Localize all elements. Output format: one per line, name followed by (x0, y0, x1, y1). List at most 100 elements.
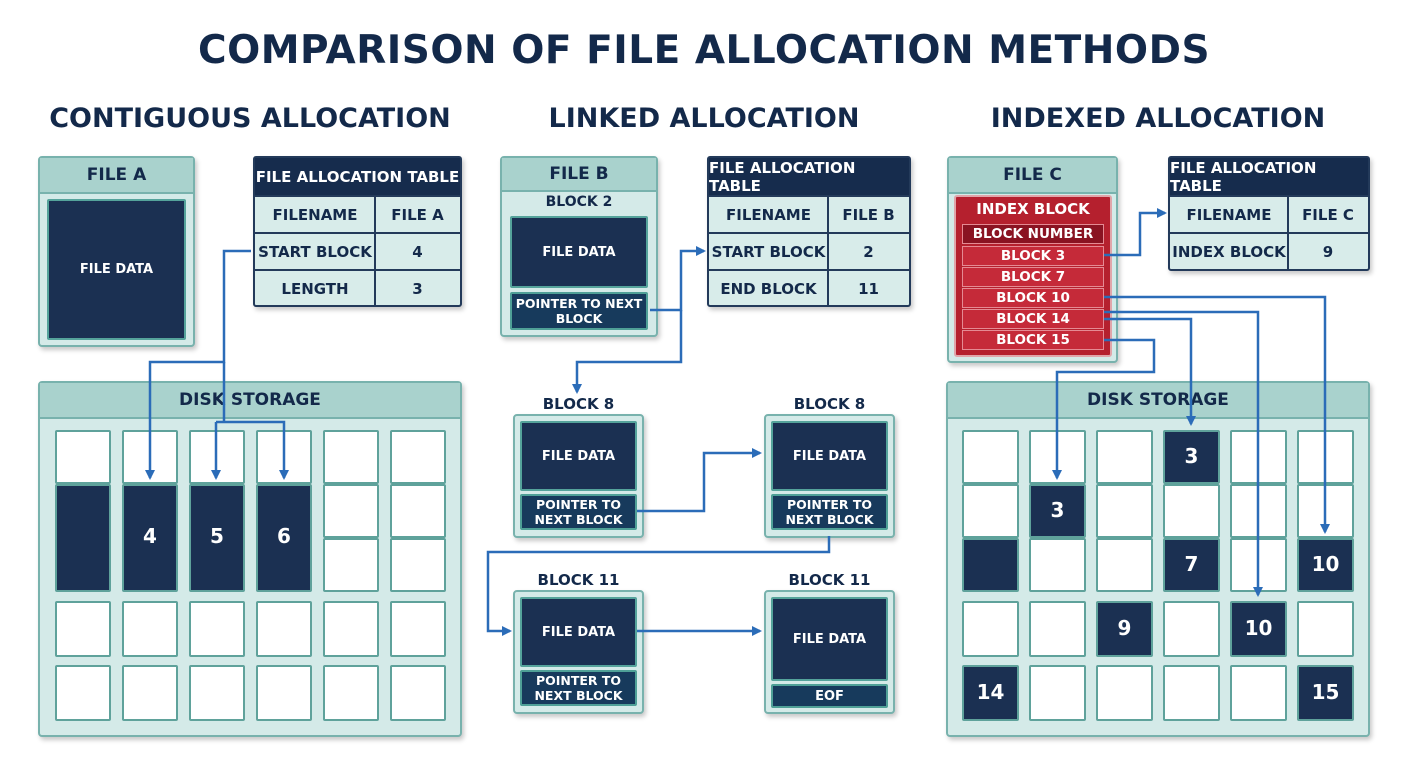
disk-block-number: 14 (976, 680, 1005, 704)
file-a-label: FILE A (40, 158, 193, 194)
disk-cell-filled (1297, 665, 1354, 721)
disk-cell (1297, 601, 1354, 657)
disk-cell-filled (1163, 538, 1220, 592)
arrow-fileb-to-block8 (572, 310, 683, 394)
index-entry: BLOCK 3 (962, 246, 1104, 266)
fat-c-val-0: FILE C (1288, 195, 1368, 233)
fat-contiguous: FILE ALLOCATION TABLE FILENAME FILE A ST… (253, 156, 462, 307)
disk-cell-filled (122, 484, 178, 592)
disk-cell (323, 484, 379, 538)
disk-block-number: 10 (1244, 616, 1273, 640)
disk-cell (55, 665, 111, 721)
fat-c-key-1: INDEX BLOCK (1170, 232, 1288, 269)
fat-b-key-2: END BLOCK (709, 269, 828, 306)
file-a-data: FILE DATA (47, 199, 186, 340)
disk-block-number: 5 (210, 524, 224, 548)
arrow-block8-to-block11 (486, 536, 831, 636)
disk-cell-filled (1096, 601, 1153, 657)
disk-cell-filled (55, 484, 111, 592)
fat-indexed-header: FILE ALLOCATION TABLE (1170, 158, 1368, 196)
linked-block: FILE DATA POINTER TO NEXT BLOCK (764, 414, 895, 538)
file-b-pointer: POINTER TO NEXT BLOCK (510, 292, 648, 330)
fat-a-key-1: START BLOCK (255, 232, 375, 270)
disk-cell (189, 601, 245, 657)
fat-b-key-1: START BLOCK (709, 232, 828, 270)
disk-block-number: 3 (1050, 498, 1065, 522)
disk-block-number: 10 (1311, 552, 1340, 576)
arrow-fat-to-block-4 (145, 249, 251, 480)
file-a-panel: FILE A FILE DATA (38, 156, 195, 347)
disk-block-number: 15 (1311, 680, 1340, 704)
contiguous-title: CONTIGUOUS ALLOCATION (49, 103, 451, 134)
index-block-sub: BLOCK NUMBER (962, 224, 1104, 244)
index-block: INDEX BLOCK BLOCK NUMBER BLOCK 3 BLOCK 7… (954, 195, 1112, 357)
fat-linked-header: FILE ALLOCATION TABLE (709, 158, 909, 196)
disk-cell (1163, 665, 1220, 721)
disk-cell (55, 601, 111, 657)
block-title: BLOCK 11 (788, 571, 871, 589)
disk-cell (323, 538, 379, 592)
disk-cell (1029, 665, 1086, 721)
block-file-data: FILE DATA (520, 597, 637, 667)
disk-block-number: 7 (1184, 552, 1199, 576)
fat-a-val-1: 4 (375, 232, 460, 270)
arrow-block7 (1104, 317, 1196, 426)
disk-cell (1096, 484, 1153, 538)
page-title: COMPARISON OF FILE ALLOCATION METHODS (197, 28, 1211, 73)
block-title: BLOCK 8 (542, 395, 615, 413)
disk-cell (1230, 665, 1287, 721)
block-title: BLOCK 8 (793, 395, 866, 413)
disk-cell (1096, 430, 1153, 484)
disk-cell-filled (1230, 601, 1287, 657)
disk-cell (122, 665, 178, 721)
disk-contiguous-label: DISK STORAGE (40, 383, 460, 419)
linked-block: FILE DATA POINTER TO NEXT BLOCK (513, 590, 644, 714)
disk-cell (189, 665, 245, 721)
fat-a-val-2: 3 (375, 269, 460, 306)
disk-cell-filled (962, 665, 1019, 721)
block-pointer: POINTER TO NEXT BLOCK (520, 670, 637, 706)
fat-c-key-0: FILENAME (1170, 195, 1288, 233)
disk-cell (55, 430, 111, 484)
disk-cell (962, 430, 1019, 484)
file-b-label: FILE B (502, 158, 656, 192)
disk-cell (323, 601, 379, 657)
disk-block-number: 3 (1184, 444, 1199, 468)
index-entry: BLOCK 14 (962, 309, 1104, 329)
disk-cell-filled (962, 538, 1019, 592)
block-file-data: FILE DATA (771, 421, 888, 491)
disk-cell-filled (1297, 538, 1354, 592)
block-pointer: POINTER TO NEXT BLOCK (771, 494, 888, 530)
disk-cell (1163, 601, 1220, 657)
fat-indexed: FILE ALLOCATION TABLE FILENAME FILE C IN… (1168, 156, 1370, 271)
disk-cell (390, 665, 446, 721)
block-eof: EOF (771, 684, 888, 708)
fat-c-val-1: 9 (1288, 232, 1368, 269)
block-pointer: POINTER TO NEXT BLOCK (520, 494, 637, 530)
index-block-header: INDEX BLOCK (976, 200, 1090, 218)
disk-indexed-label: DISK STORAGE (948, 383, 1368, 419)
disk-cell (256, 665, 312, 721)
fat-b-val-2: 11 (828, 269, 909, 306)
disk-cell (390, 484, 446, 538)
disk-cell (1029, 601, 1086, 657)
disk-cell (390, 430, 446, 484)
arrow-block10-b (1104, 310, 1263, 597)
fat-a-val-0: FILE A (375, 195, 460, 233)
disk-cell (256, 601, 312, 657)
linked-block: FILE DATA POINTER TO NEXT BLOCK (513, 414, 644, 538)
disk-cell (323, 665, 379, 721)
fat-a-key-2: LENGTH (255, 269, 375, 306)
disk-block-number: 4 (143, 524, 157, 548)
disk-cell (1029, 538, 1086, 592)
linked-block: FILE DATA EOF (764, 590, 895, 714)
disk-block-number: 9 (1117, 616, 1132, 640)
arrow-fileb-to-fat (650, 246, 706, 312)
block-file-data: FILE DATA (771, 597, 888, 681)
arrow-block10-a (1104, 295, 1330, 534)
fat-a-key-0: FILENAME (255, 195, 375, 233)
disk-cell-filled (1163, 430, 1220, 484)
block-title: BLOCK 11 (537, 571, 620, 589)
disk-cell (390, 601, 446, 657)
